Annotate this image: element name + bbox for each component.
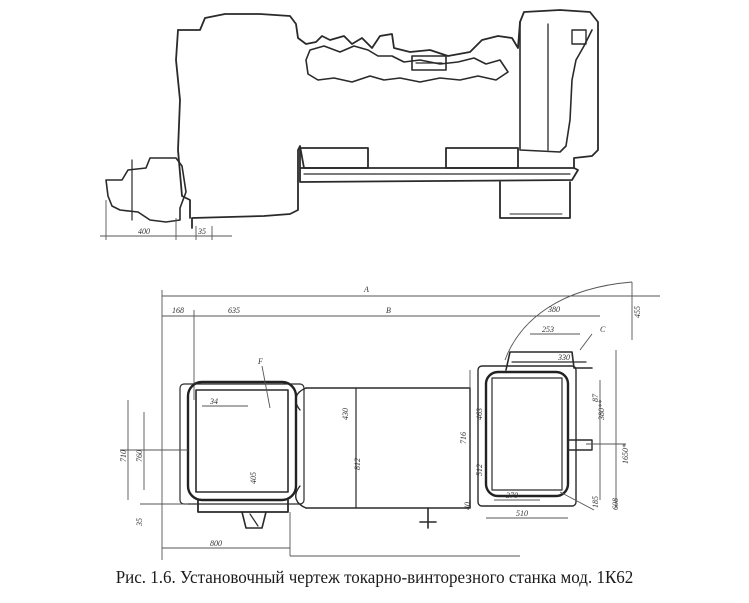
lathe-installation-drawing: 400 35 A 168 635 B 455 380 253 C 330 430 — [100, 9, 660, 560]
lathe-bed — [299, 167, 579, 183]
dim-710: 710 — [119, 450, 128, 462]
motor-foot — [241, 511, 267, 529]
right-pad-outer — [477, 365, 577, 507]
bed-plan-outline — [305, 387, 471, 509]
dim-370: 370 — [505, 491, 518, 500]
dim-253: 253 — [542, 325, 554, 334]
dim-400: 400 — [138, 227, 150, 236]
tailstock-outline — [519, 21, 593, 153]
figure-caption: Рис. 1.6. Установочный чертеж токарно-ви… — [115, 567, 634, 588]
dim-168: 168 — [172, 306, 184, 315]
dim-330: 330 — [557, 353, 570, 362]
right-stub — [567, 439, 593, 451]
dim-185: 185 — [591, 496, 600, 508]
rear-bracket — [505, 351, 593, 371]
dim-635: 635 — [228, 306, 240, 315]
right-pedestal — [499, 181, 571, 219]
dim-35-top: 35 — [197, 227, 206, 236]
dim-B: B — [386, 306, 391, 315]
motor-body — [105, 157, 187, 223]
dim-455: 455 — [633, 306, 642, 318]
dim-34: 34 — [209, 397, 218, 406]
dim-35-left: 35 — [135, 518, 144, 527]
headstock-outline — [177, 9, 599, 229]
dim-380b: 380** — [597, 400, 606, 421]
dim-C: C — [600, 325, 606, 334]
dim-512: 512 — [475, 464, 484, 476]
left-pad-inner — [195, 389, 289, 493]
dim-463: 463 — [475, 408, 484, 420]
dim-760: 760 — [135, 450, 144, 462]
dim-405: 405 — [249, 472, 258, 484]
right-foundation-pad — [484, 370, 570, 498]
leader-C — [579, 333, 593, 351]
dim-608: 608 — [611, 498, 620, 510]
left-lower-bracket — [197, 499, 289, 513]
apron-box — [411, 55, 447, 71]
swing-arc — [504, 281, 633, 361]
headstock-left-wall — [175, 29, 191, 219]
foundation-plan-view: A 168 635 B 455 380 253 C 330 430 812 34 — [119, 281, 660, 560]
left-pad-outer — [179, 383, 305, 505]
leader-185 — [559, 491, 595, 511]
left-foundation-pad — [186, 380, 298, 502]
right-pad-inner — [491, 377, 563, 491]
left-bed-pad — [299, 147, 369, 169]
dim-1650: 1650* — [621, 444, 630, 464]
dim-87: 87 — [591, 393, 600, 402]
dim-800: 800 — [210, 539, 222, 548]
motor-foot-diag — [249, 513, 259, 527]
dim-812: 812 — [353, 458, 362, 470]
dim-510: 510 — [516, 509, 528, 518]
right-bed-pad — [445, 147, 519, 169]
tailstock-knob — [571, 29, 587, 45]
side-elevation-view: 400 35 — [100, 9, 599, 240]
dim-A: A — [363, 285, 369, 294]
gearbox-cloud — [305, 45, 509, 83]
dim-F: F — [257, 357, 263, 366]
anchor-bolt — [419, 507, 437, 529]
dim-716: 716 — [459, 432, 468, 444]
dim-40: 40 — [463, 502, 472, 510]
leader-F — [261, 365, 271, 409]
dim-430: 430 — [341, 408, 350, 420]
dim-380: 380 — [547, 305, 560, 314]
